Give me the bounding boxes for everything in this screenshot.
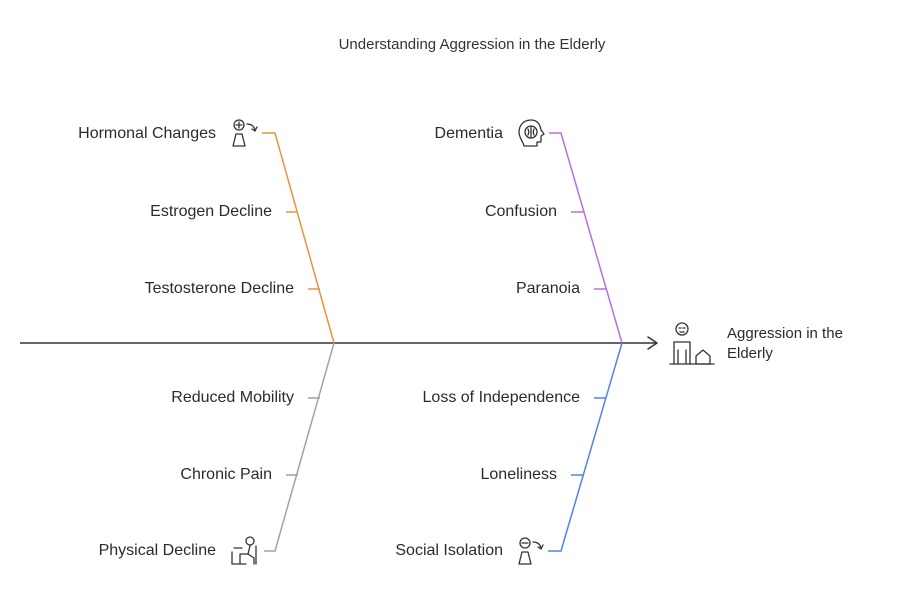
elderly-person-house-icon	[669, 322, 715, 365]
category-label-social: Social Isolation	[395, 542, 503, 559]
person-arrow-icon	[518, 537, 544, 565]
diagram-title: Understanding Aggression in the Elderly	[338, 36, 606, 53]
effect-label-line1: Aggression in the	[727, 325, 843, 342]
branch-dementia	[549, 132, 623, 344]
category-label-hormonal: Hormonal Changes	[78, 125, 216, 142]
effect-label-line2: Elderly	[727, 345, 773, 362]
brain-head-icon	[518, 119, 545, 147]
bone-physical	[264, 342, 335, 552]
cause-label-loneliness: Loneliness	[480, 466, 558, 483]
branch-physical	[264, 342, 335, 552]
branch-social	[548, 342, 623, 552]
cause-label-paranoia: Paranoia	[515, 280, 580, 297]
effect-label: Aggression in the Elderly	[727, 324, 843, 364]
bone-dementia	[549, 132, 623, 344]
cause-label-estrogen: Estrogen Decline	[150, 203, 272, 220]
branch-hormonal	[262, 132, 335, 344]
category-label-physical: Physical Decline	[98, 542, 216, 559]
bone-hormonal	[262, 132, 335, 344]
cause-label-chronic-pain: Chronic Pain	[180, 466, 272, 483]
seated-person-icon	[231, 536, 257, 565]
bone-social	[548, 342, 623, 552]
person-arrow-icon	[232, 119, 258, 147]
cause-label-testosterone: Testosterone Decline	[144, 280, 294, 297]
cause-label-reduced-mobility: Reduced Mobility	[171, 389, 294, 406]
spine-arrowhead	[647, 336, 658, 350]
cause-label-confusion: Confusion	[484, 203, 557, 220]
cause-label-loss-of-independence: Loss of Independence	[422, 389, 580, 406]
category-label-dementia: Dementia	[434, 125, 503, 142]
